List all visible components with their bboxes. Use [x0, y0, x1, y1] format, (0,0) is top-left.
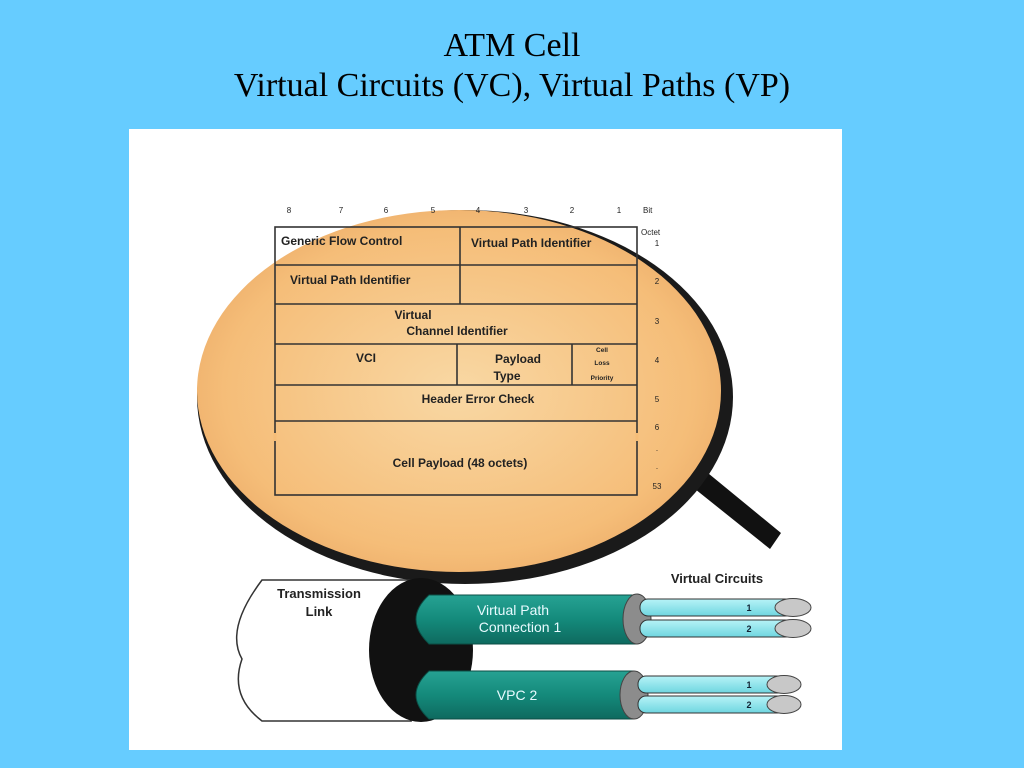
transmission-link-label-line1: Transmission — [277, 586, 361, 601]
vc-1-1-end — [774, 598, 812, 617]
octet-number: . — [656, 444, 658, 453]
vc-1-2-end — [774, 619, 812, 638]
field-vci-short: VCI — [356, 351, 376, 365]
vc-number: 2 — [746, 624, 751, 634]
bit-number: 8 — [287, 206, 292, 215]
field-payload-type-line2: Type — [493, 369, 520, 383]
vc-2-1-end — [766, 675, 802, 694]
field-cell-payload: Cell Payload (48 octets) — [393, 456, 528, 470]
octet-number: 1 — [655, 239, 660, 248]
vpc-1-label-line1: Virtual Path — [477, 602, 549, 618]
field-payload-type-line1: Payload — [495, 352, 541, 366]
octet-number: 5 — [655, 395, 660, 404]
octet-label: Octet — [641, 228, 661, 237]
vpc-2-tube — [415, 670, 635, 720]
atm-figure: 8 7 6 5 4 3 2 1 Bit Octet 1 2 3 4 5 6 . … — [129, 129, 842, 750]
vc-number: 1 — [746, 603, 751, 613]
lens-face — [197, 210, 721, 572]
field-vci-line1: Virtual — [394, 308, 431, 322]
bit-number: 7 — [339, 206, 344, 215]
vc-2-1-tube — [637, 675, 787, 694]
vpc-labels: Virtual Path Connection 1 VPC 2 — [477, 602, 562, 703]
field-clp-line1: Cell — [596, 347, 608, 354]
octet-number: . — [656, 462, 658, 471]
field-vpi-octet2: Virtual Path Identifier — [290, 273, 411, 287]
octet-number: 2 — [655, 277, 660, 286]
virtual-circuits-label: Virtual Circuits — [671, 571, 763, 586]
header-field-labels: Generic Flow Control Virtual Path Identi… — [281, 234, 592, 470]
vc-1-2-tube — [639, 619, 794, 638]
octet-number: 4 — [655, 356, 660, 365]
vc-number-labels: 1 2 1 2 — [746, 603, 751, 710]
bit-number: 3 — [524, 206, 529, 215]
bit-number: 4 — [476, 206, 481, 215]
transmission-link-label-line2: Link — [306, 604, 333, 619]
vc-2-2-tube — [637, 695, 787, 714]
table-outline — [274, 226, 638, 496]
octet-number-column: 1 2 3 4 5 6 . . 53 — [653, 239, 662, 491]
field-generic-flow-control: Generic Flow Control — [281, 234, 402, 248]
slide-title: ATM Cell — [443, 27, 581, 64]
field-clp-line3: Priority — [591, 375, 614, 382]
magnifier-handle — [685, 469, 781, 549]
bit-number: 5 — [431, 206, 436, 215]
octet-number: 3 — [655, 317, 660, 326]
field-header-error-check: Header Error Check — [422, 392, 535, 406]
virtual-circuits — [637, 598, 812, 714]
vc-number: 1 — [746, 680, 751, 690]
payload-break — [273, 433, 639, 441]
vpc-1-label-line2: Connection 1 — [479, 619, 562, 635]
vc-number: 2 — [746, 700, 751, 710]
vpc-1-tube — [415, 594, 638, 645]
slide-subtitle: Virtual Circuits (VC), Virtual Paths (VP… — [233, 67, 791, 104]
slide-title-block: ATM Cell Virtual Circuits (VC), Virtual … — [0, 26, 1024, 106]
octet-number: 53 — [653, 482, 662, 491]
vc-1-1-tube — [639, 598, 794, 617]
cable-labels: Transmission Link Virtual Circuits — [277, 571, 763, 619]
bit-label: Bit — [643, 206, 653, 215]
field-vpi-octet1: Virtual Path Identifier — [471, 236, 592, 250]
bit-number: 6 — [384, 206, 389, 215]
vc-2-2-end — [766, 695, 802, 714]
cell-header-table — [274, 226, 638, 496]
field-clp-line2: Loss — [594, 360, 610, 367]
field-vci-line2: Channel Identifier — [406, 324, 508, 338]
bit-number-row: 8 7 6 5 4 3 2 1 Bit Octet — [287, 206, 661, 237]
bit-number: 1 — [617, 206, 622, 215]
octet-number: 6 — [655, 423, 660, 432]
atm-figure-svg: 8 7 6 5 4 3 2 1 Bit Octet 1 2 3 4 5 6 . … — [197, 206, 812, 722]
vpc-2-label: VPC 2 — [497, 687, 538, 703]
bit-number: 2 — [570, 206, 575, 215]
field-clp: Cell Loss Priority — [591, 347, 614, 382]
